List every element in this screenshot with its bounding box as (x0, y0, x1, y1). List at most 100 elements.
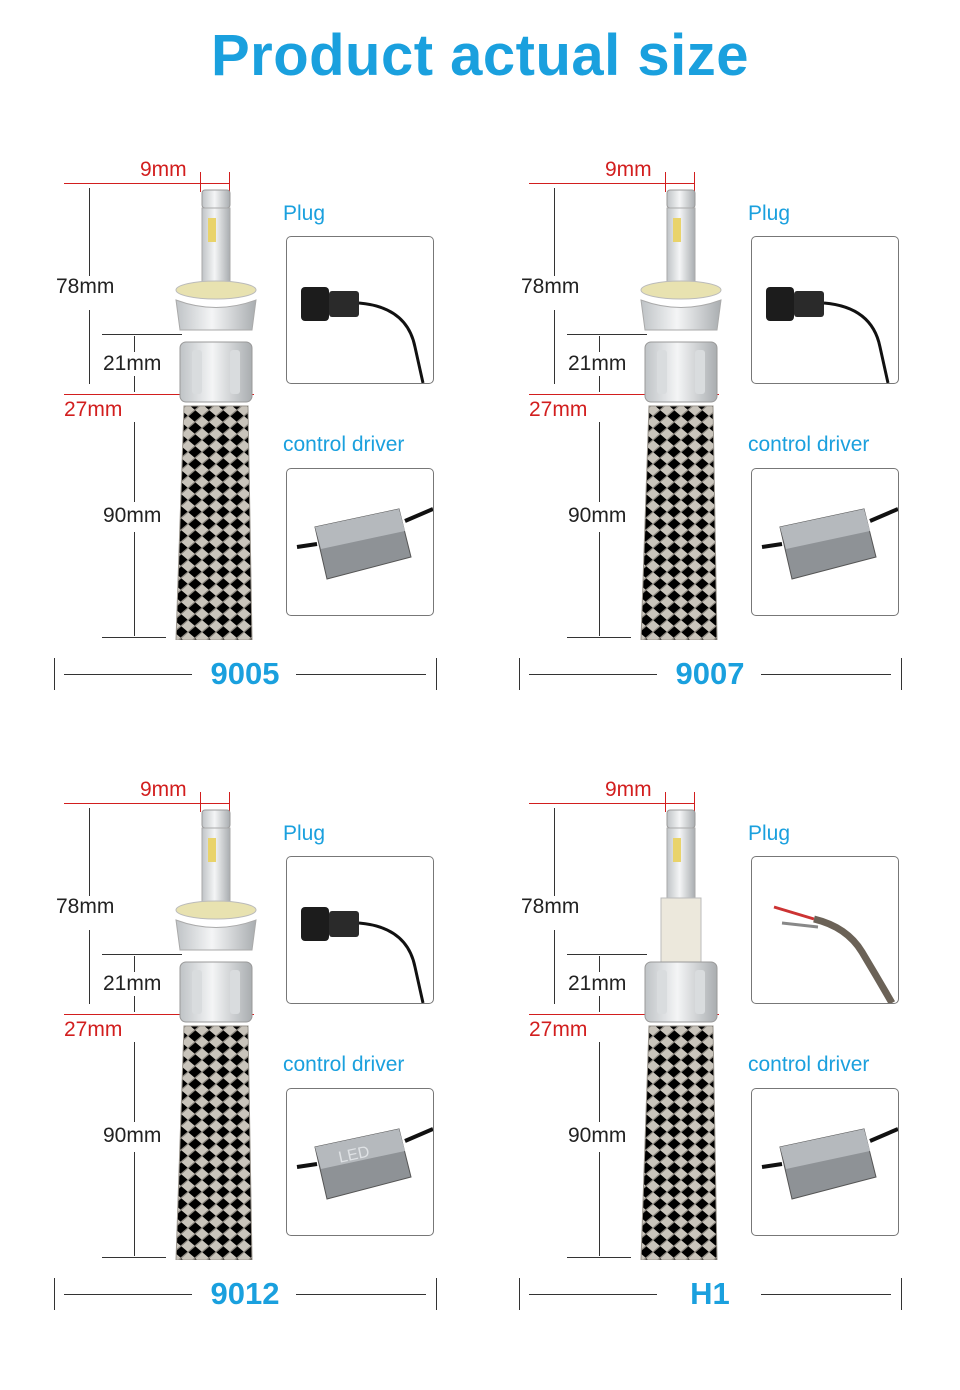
driver-label: control driver (283, 433, 405, 456)
length-line-bottom (89, 930, 90, 1004)
length-label: 78mm (521, 895, 580, 918)
tip-width-line (64, 183, 230, 184)
model-label: 9005 (210, 656, 280, 691)
product-panel-9007: 9mm 78mm 21mm 27mm 90mm (465, 150, 945, 770)
product-panel-9012: 9mm 78mm 21mm 27mm 90mm (0, 770, 480, 1390)
tip-width-tick-right (694, 792, 695, 812)
caption-line-left (529, 1294, 657, 1295)
caption-line-right (296, 1294, 426, 1295)
collar-line-bottom (599, 376, 600, 392)
caption-bracket-right (901, 1278, 902, 1310)
caption-line-left (529, 674, 657, 675)
braid-length-label: 90mm (568, 504, 627, 527)
caption-bracket-right (901, 658, 902, 690)
base-width-line (64, 394, 254, 395)
braid-line-top (134, 1042, 135, 1122)
length-line-bottom (89, 310, 90, 384)
length-label: 78mm (56, 275, 115, 298)
plug-label: Plug (283, 202, 326, 225)
led-bulb-icon (175, 809, 257, 1260)
caption-bracket-left (54, 658, 55, 690)
driver-box-icon (761, 507, 898, 580)
model-label: H1 (690, 1276, 730, 1311)
driver-image (751, 468, 899, 616)
driver-label: control driver (748, 1053, 870, 1076)
collar-height-label: 21mm (568, 352, 627, 375)
plug-image (751, 856, 899, 1004)
tip-width-line (64, 803, 230, 804)
plug-label: Plug (748, 822, 791, 845)
plug-label: Plug (283, 822, 326, 845)
length-line-top (554, 188, 555, 276)
driver-label: control driver (748, 433, 870, 456)
caption-line-right (296, 674, 426, 675)
collar-line-top (599, 336, 600, 352)
braid-line-top (599, 1042, 600, 1122)
tip-width-tick-left (200, 792, 201, 812)
collar-height-label: 21mm (103, 352, 162, 375)
led-bulb-icon (175, 189, 257, 640)
braid-length-label: 90mm (103, 1124, 162, 1147)
braid-line-bottom (134, 1152, 135, 1256)
wire-leads-icon (773, 905, 896, 1003)
driver-box-icon (761, 1127, 898, 1200)
tip-width-line (529, 183, 695, 184)
driver-image (751, 1088, 899, 1236)
tip-width-label: 9mm (605, 158, 652, 181)
collar-line-top (134, 336, 135, 352)
tip-width-tick-right (694, 172, 695, 192)
driver-image: LED (286, 1088, 434, 1236)
base-width-line (529, 1014, 719, 1015)
collar-top-line (102, 334, 182, 335)
base-width-line (64, 1014, 254, 1015)
product-panel-h1: 9mm 78mm 21mm 27mm 90mm (465, 770, 945, 1390)
led-bulb-icon (640, 189, 722, 640)
collar-line-top (134, 956, 135, 972)
product-panel-9005: 9mm 78mm 21mm 27mm 90mm (0, 150, 480, 770)
collar-line-bottom (134, 376, 135, 392)
tip-width-tick-left (665, 792, 666, 812)
length-line-bottom (554, 310, 555, 384)
driver-box-icon: LED (296, 1127, 433, 1200)
braid-bottom-line (102, 1257, 166, 1258)
tip-width-tick-left (200, 172, 201, 192)
braid-bottom-line (567, 1257, 631, 1258)
collar-line-bottom (599, 996, 600, 1012)
caption-line-right (761, 1294, 891, 1295)
caption-line-right (761, 674, 891, 675)
plug-connector-icon (301, 907, 425, 1003)
collar-top-line (102, 954, 182, 955)
braid-line-bottom (599, 532, 600, 636)
plug-image (286, 856, 434, 1004)
tip-width-label: 9mm (140, 778, 187, 801)
caption-bracket-left (54, 1278, 55, 1310)
caption-bracket-right (436, 658, 437, 690)
length-line-bottom (554, 930, 555, 1004)
tip-width-label: 9mm (140, 158, 187, 181)
caption-line-left (64, 1294, 192, 1295)
tip-width-tick-right (229, 172, 230, 192)
base-width-line (529, 394, 719, 395)
collar-top-line (567, 954, 647, 955)
braid-line-top (599, 422, 600, 502)
page-title: Product actual size (210, 23, 750, 88)
length-label: 78mm (521, 275, 580, 298)
plug-label: Plug (748, 202, 791, 225)
caption-bracket-right (436, 1278, 437, 1310)
driver-label: control driver (283, 1053, 405, 1076)
length-line-top (554, 808, 555, 896)
braid-length-label: 90mm (103, 504, 162, 527)
braid-length-label: 90mm (568, 1124, 627, 1147)
model-label: 9007 (675, 656, 745, 691)
length-line-top (89, 808, 90, 896)
base-width-label: 27mm (64, 1018, 123, 1041)
plug-image (751, 236, 899, 384)
base-width-label: 27mm (64, 398, 123, 421)
plug-connector-icon (766, 287, 890, 383)
caption-line-left (64, 674, 192, 675)
base-width-label: 27mm (529, 1018, 588, 1041)
led-bulb-icon (640, 809, 718, 1260)
braid-line-top (134, 422, 135, 502)
braid-line-bottom (134, 532, 135, 636)
plug-connector-icon (301, 287, 425, 383)
